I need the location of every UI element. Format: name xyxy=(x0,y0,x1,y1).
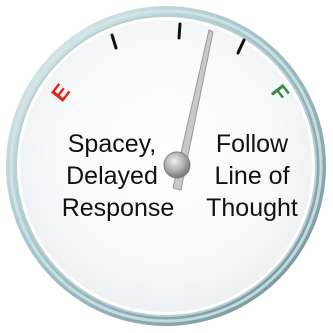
right-text-block: Follow Line of Thought xyxy=(206,130,298,222)
right-text-line-3: Thought xyxy=(206,194,298,222)
needle-hub xyxy=(164,152,190,178)
left-text-line-1: Spacey, xyxy=(68,130,156,158)
left-text-line-2: Delayed xyxy=(66,162,158,190)
right-text-line-1: Follow xyxy=(216,130,289,158)
tick-mark xyxy=(179,24,180,38)
right-text-line-2: Line of xyxy=(214,162,289,190)
left-text-line-3: Response xyxy=(62,194,175,222)
